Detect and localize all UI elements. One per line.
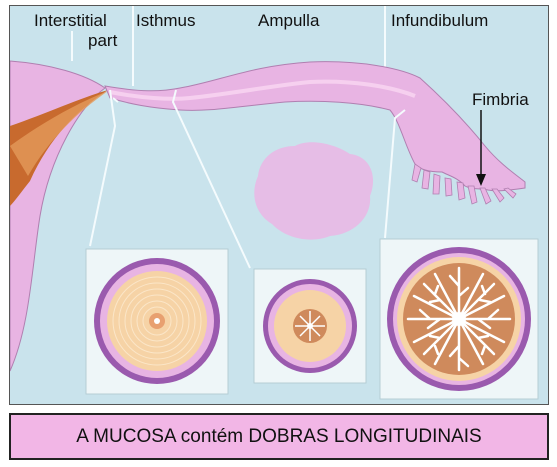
label-ampulla: Ampulla [258,11,320,30]
diagram-canvas: Interstitial part Isthmus Ampulla Infund… [10,6,539,400]
tube-lumen [109,79,416,101]
fimbriae [411,163,517,205]
label-interstitial: Interstitial [34,11,107,30]
fimbria-arrow [476,110,486,186]
caption-text: A MUCOSA contém DOBRAS LONGITUDINAIS [76,425,482,447]
leader-isthmus [171,89,251,269]
label-fimbria: Fimbria [472,90,529,109]
uterine-cavity-highlight [10,91,108,176]
cross-section-ampulla [379,238,539,400]
label-infundibulum: Infundibulum [391,11,488,30]
cross-section-isthmus [253,268,367,384]
uterine-tube-diagram: Interstitial part Isthmus Ampulla Infund… [9,5,549,405]
leader-lines [89,89,406,269]
uterine-cavity [10,90,108,206]
leader-mark-1 [112,97,119,103]
leader-ampulla [384,109,406,239]
ovary [254,142,374,240]
cross-section-interstitial [85,248,229,395]
label-interstitial-part: part [88,31,118,50]
label-isthmus: Isthmus [136,11,196,30]
caption-box: A MUCOSA contém DOBRAS LONGITUDINAIS [9,413,549,460]
leader-interstitial [89,89,117,247]
region-dividers [71,6,386,86]
